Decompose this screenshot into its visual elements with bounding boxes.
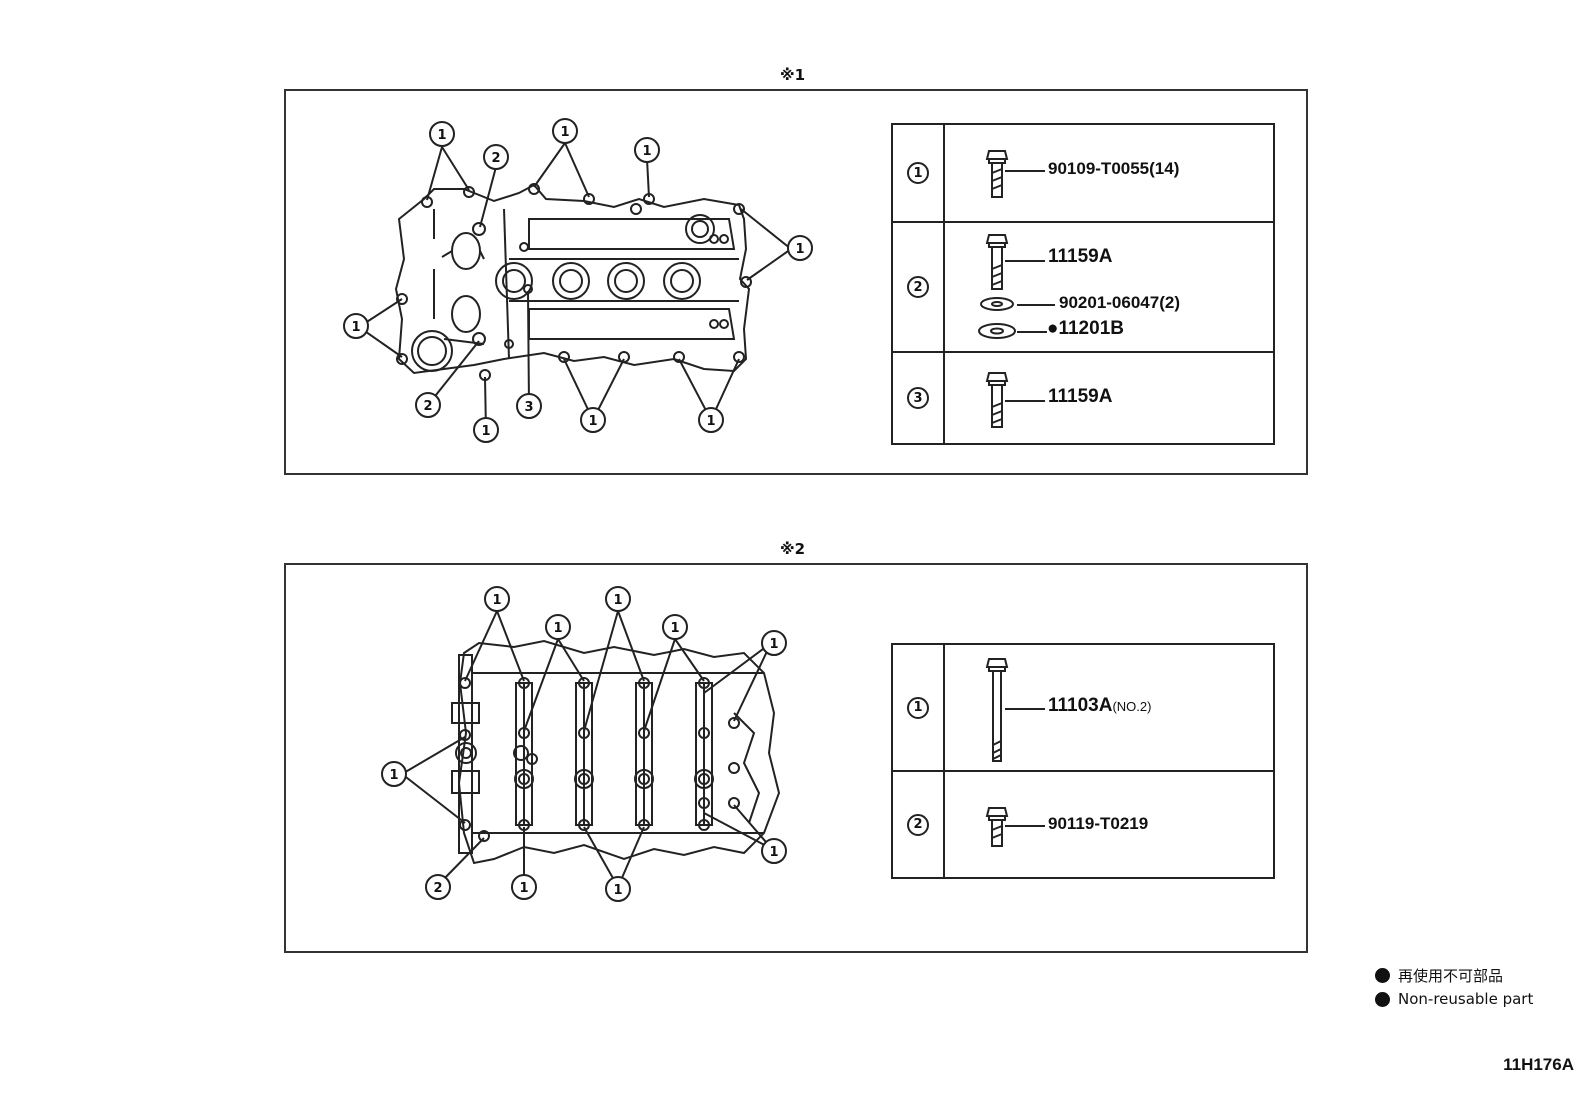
legend-item-jp: 再使用不可部品 bbox=[1375, 965, 1503, 986]
flange-bolt-icon bbox=[985, 372, 1009, 428]
svg-text:2: 2 bbox=[423, 399, 432, 414]
callout-1: 1 bbox=[343, 313, 369, 339]
svg-text:1: 1 bbox=[553, 621, 562, 636]
svg-text:1: 1 bbox=[351, 320, 360, 335]
callout-1: 1 bbox=[605, 876, 631, 902]
parts-row-2: 2 90119-T0219 bbox=[893, 772, 1273, 877]
svg-text:1: 1 bbox=[642, 144, 651, 159]
section-2-frame bbox=[284, 563, 1308, 953]
part-number: 11103A(NO.2) bbox=[1048, 695, 1152, 716]
svg-text:2: 2 bbox=[491, 151, 500, 166]
svg-text:1: 1 bbox=[670, 621, 679, 636]
callout-1: 1 bbox=[662, 614, 688, 640]
svg-text:1: 1 bbox=[706, 414, 715, 429]
svg-text:1: 1 bbox=[492, 593, 501, 608]
svg-text:1: 1 bbox=[560, 125, 569, 140]
washer-icon bbox=[980, 297, 1014, 311]
callout-2: 2 bbox=[483, 144, 509, 170]
camshaft-housing-drawing: 1 1 1 1 1 1 2 1 1 1 bbox=[381, 586, 787, 902]
row-index: 1 bbox=[907, 162, 929, 184]
callout-1: 1 bbox=[580, 407, 606, 433]
part-number-non-reusable: ●11201B bbox=[1047, 318, 1124, 339]
svg-text:1: 1 bbox=[481, 424, 490, 439]
long-bolt-icon bbox=[985, 658, 1009, 762]
row-index: 2 bbox=[907, 813, 929, 836]
section-2-parts-table: 1 11103A(NO.2) 2 90119-T0219 bbox=[891, 643, 1275, 879]
section-1-parts-table: 1 90109-T0055(14) 2 11159A 90201-06047(2… bbox=[891, 123, 1275, 445]
svg-text:1: 1 bbox=[769, 637, 778, 652]
callout-1: 1 bbox=[787, 235, 813, 261]
row-index: 1 bbox=[907, 696, 929, 719]
callout-1: 1 bbox=[698, 407, 724, 433]
section-1-label: ※1 bbox=[780, 66, 806, 84]
flange-bolt-icon bbox=[985, 234, 1009, 290]
callout-1: 1 bbox=[473, 417, 499, 443]
flange-bolt-icon bbox=[985, 807, 1009, 847]
part-number: 11159A bbox=[1048, 246, 1113, 267]
callout-3: 3 bbox=[516, 393, 542, 419]
part-number: 90201-06047(2) bbox=[1059, 293, 1180, 312]
parts-row-1: 1 11103A(NO.2) bbox=[893, 645, 1273, 772]
callout-1: 1 bbox=[761, 630, 787, 656]
flange-bolt-icon bbox=[985, 150, 1009, 198]
cylinder-head-cover-drawing: 1 2 1 1 1 1 2 1 3 1 1 bbox=[343, 118, 813, 443]
callout-1: 1 bbox=[634, 137, 660, 163]
callout-1: 1 bbox=[545, 614, 571, 640]
figure-code: 11H176A bbox=[1503, 1055, 1574, 1074]
row-index: 2 bbox=[907, 276, 929, 298]
callout-1: 1 bbox=[552, 118, 578, 144]
callout-1: 1 bbox=[761, 838, 787, 864]
callout-1: 1 bbox=[605, 586, 631, 612]
callout-1: 1 bbox=[429, 121, 455, 147]
callout-2: 2 bbox=[415, 392, 441, 418]
svg-text:1: 1 bbox=[519, 881, 528, 896]
svg-text:1: 1 bbox=[437, 128, 446, 143]
parts-row-3: 3 11159A bbox=[893, 353, 1273, 443]
gasket-icon bbox=[978, 323, 1016, 339]
svg-text:3: 3 bbox=[524, 400, 533, 415]
callout-1: 1 bbox=[484, 586, 510, 612]
row-index: 3 bbox=[907, 387, 929, 409]
parts-row-2: 2 11159A 90201-06047(2) ●11201B bbox=[893, 223, 1273, 353]
svg-text:1: 1 bbox=[769, 845, 778, 860]
legend-item-en: Non-reusable part bbox=[1375, 990, 1533, 1008]
svg-text:1: 1 bbox=[795, 242, 804, 257]
non-reusable-dot-icon bbox=[1375, 991, 1390, 1007]
part-number: 11159A bbox=[1048, 386, 1113, 407]
parts-row-1: 1 90109-T0055(14) bbox=[893, 125, 1273, 223]
callout-2: 2 bbox=[425, 874, 451, 900]
section-1-frame bbox=[284, 89, 1308, 475]
callout-1: 1 bbox=[381, 761, 407, 787]
non-reusable-dot-icon bbox=[1375, 968, 1390, 983]
svg-text:1: 1 bbox=[588, 414, 597, 429]
section-2-label: ※2 bbox=[780, 540, 806, 558]
svg-text:2: 2 bbox=[433, 881, 442, 896]
svg-text:1: 1 bbox=[613, 883, 622, 898]
svg-text:1: 1 bbox=[389, 768, 398, 783]
svg-text:1: 1 bbox=[613, 593, 622, 608]
part-number: 90109-T0055(14) bbox=[1048, 159, 1180, 178]
part-number: 90119-T0219 bbox=[1048, 814, 1149, 833]
callout-1: 1 bbox=[511, 874, 537, 900]
